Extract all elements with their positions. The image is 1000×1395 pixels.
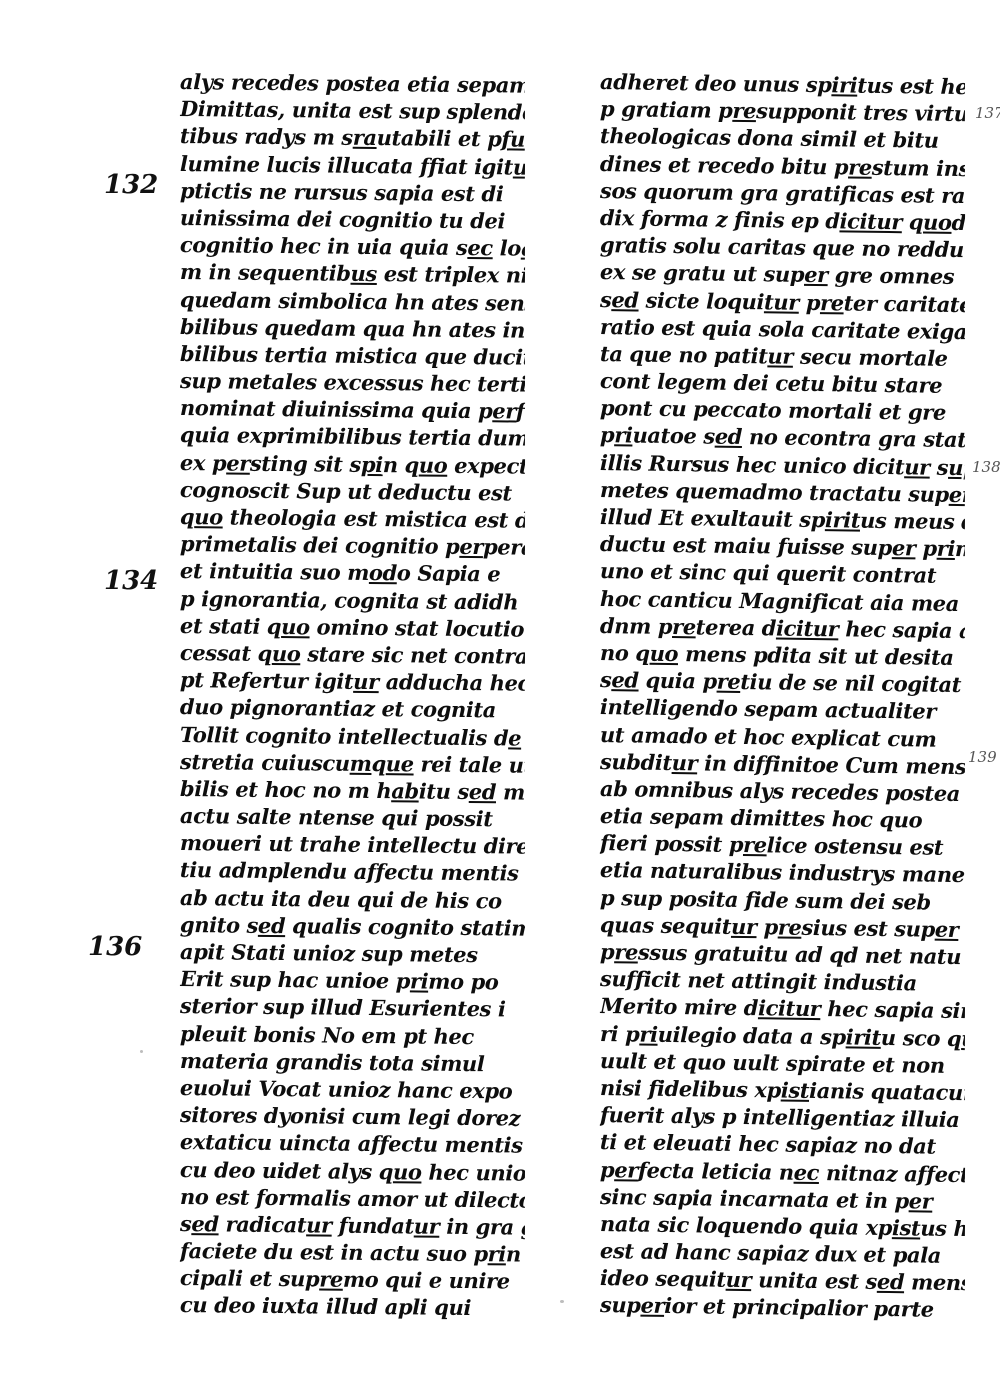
margin-number-139: 139 [968, 748, 997, 766]
manuscript-line: stretia cuiuscumque rei tale ut ta [179, 748, 526, 778]
manuscript-line: tiu admplendu affectu mentis [179, 857, 519, 886]
right-text-column: adheret deo unus spiritus est hec uniop … [599, 68, 965, 1322]
manuscript-line: cognitio hec in uia quia sec loqui [179, 232, 526, 262]
manuscript-line: Tollit cognito intellectualis de [179, 721, 522, 751]
manuscript-line: Erit sup hac unioe primo po [179, 966, 499, 995]
manuscript-line: ab actu ita deu qui de his co [179, 884, 502, 913]
manuscript-line: alys recedes postea etia sepam [179, 69, 526, 98]
manuscript-line: sitores dyonisi cum legi dorez [179, 1102, 521, 1131]
scan-speck [560, 1300, 564, 1303]
manuscript-line: et intuitia suo modo Sapia e [179, 558, 501, 587]
manuscript-line: bilibus tertia mistica que ducit ad [179, 340, 526, 370]
manuscript-line: ti et eleuati hec sapiaz no dat [599, 1129, 936, 1159]
manuscript-line: uinissima dei cognitio tu dei [179, 204, 506, 234]
manuscript-line: cessat quo stare sic net contrari [179, 639, 526, 669]
manuscript-line: no est formalis amor ut dilecto [179, 1183, 526, 1213]
manuscript-line: intelligendo sepam actualiter [599, 694, 937, 725]
manuscript-line: bilibus quedam qua hn ates intelligi [179, 313, 526, 343]
manuscript-line: et stati quo omino stat locutio [179, 612, 525, 642]
manuscript-line: ex persting sit spin quo expecta [179, 449, 526, 479]
manuscript-line: primetalis dei cognitio perpera [179, 531, 526, 560]
manuscript-line: ex se gratu ut super gre omnes [599, 259, 955, 290]
scan-speck [140, 1050, 143, 1053]
manuscript-line: cognoscit Sup ut deductu est [179, 476, 512, 506]
manuscript-line: extaticu uincta affectu mentis [179, 1129, 523, 1158]
manuscript-line: actu salte ntense qui possit [179, 803, 493, 832]
manuscript-line: tibus radys m srautabili et pfudo [179, 123, 526, 152]
manuscript-line: apit Stati unioz sup metes [179, 939, 478, 968]
manuscript-line: bilis et hoc no m habitu sed m [179, 775, 525, 805]
manuscript-line: quedam simbolica hn ates sens [179, 286, 526, 316]
manuscript-line: Dimittas, unita est sup splenden [179, 96, 526, 126]
manuscript-line: gnito sed qualis cognito statim [179, 911, 526, 941]
manuscript-line: quo theologia est mistica est de [179, 504, 526, 533]
manuscript-line: sterior sup illud Esurientes i [179, 993, 506, 1022]
margin-number-132: 132 [104, 170, 159, 200]
manuscript-line: ptictis ne rursus sapia est di [179, 177, 504, 207]
manuscript-line: cu deo uidet alys quo hec unio [179, 1156, 526, 1186]
margin-number-136: 136 [88, 932, 143, 962]
manuscript-line: cipali et supremo qui e unire [179, 1265, 510, 1294]
manuscript-line: quia exprimibilibus tertia dum [179, 422, 526, 452]
manuscript-line: lumine lucis illucata ffiat igitur p [179, 150, 526, 180]
manuscript-line: superior et principalior parte [599, 1292, 934, 1323]
manuscript-line: p ignorantia, cognita st adidh [179, 585, 519, 615]
manuscript-line: duo pignorantiaz et cognita [179, 694, 497, 723]
manuscript-line: euolui Vocat unioz hanc expo [179, 1074, 513, 1104]
margin-number-138: 138 [972, 458, 1000, 476]
margin-number-137: 137 [975, 104, 1000, 122]
manuscript-line: moueri ut trahe intellectu direc [179, 830, 526, 859]
manuscript-line: faciete du est in actu suo prin [179, 1238, 521, 1267]
manuscript-line: m in sequentibus est triplex nigue [179, 259, 526, 289]
manuscript-line: nominat diuinissima quia perfectissia [179, 395, 526, 425]
margin-number-134: 134 [104, 566, 159, 596]
manuscript-line: materia grandis tota simul [179, 1047, 485, 1076]
manuscript-line: sed radicatur fundatur in gra gratu [179, 1210, 526, 1241]
manuscript-line: sup metales excessus hec tertia hic [179, 368, 526, 397]
manuscript-line: pleuit bonis No em pt hec [179, 1020, 474, 1049]
manuscript-line: pt Refertur igitur adducha hec [179, 667, 526, 696]
manuscript-line: cu deo iuxta illud apli qui [179, 1292, 472, 1321]
